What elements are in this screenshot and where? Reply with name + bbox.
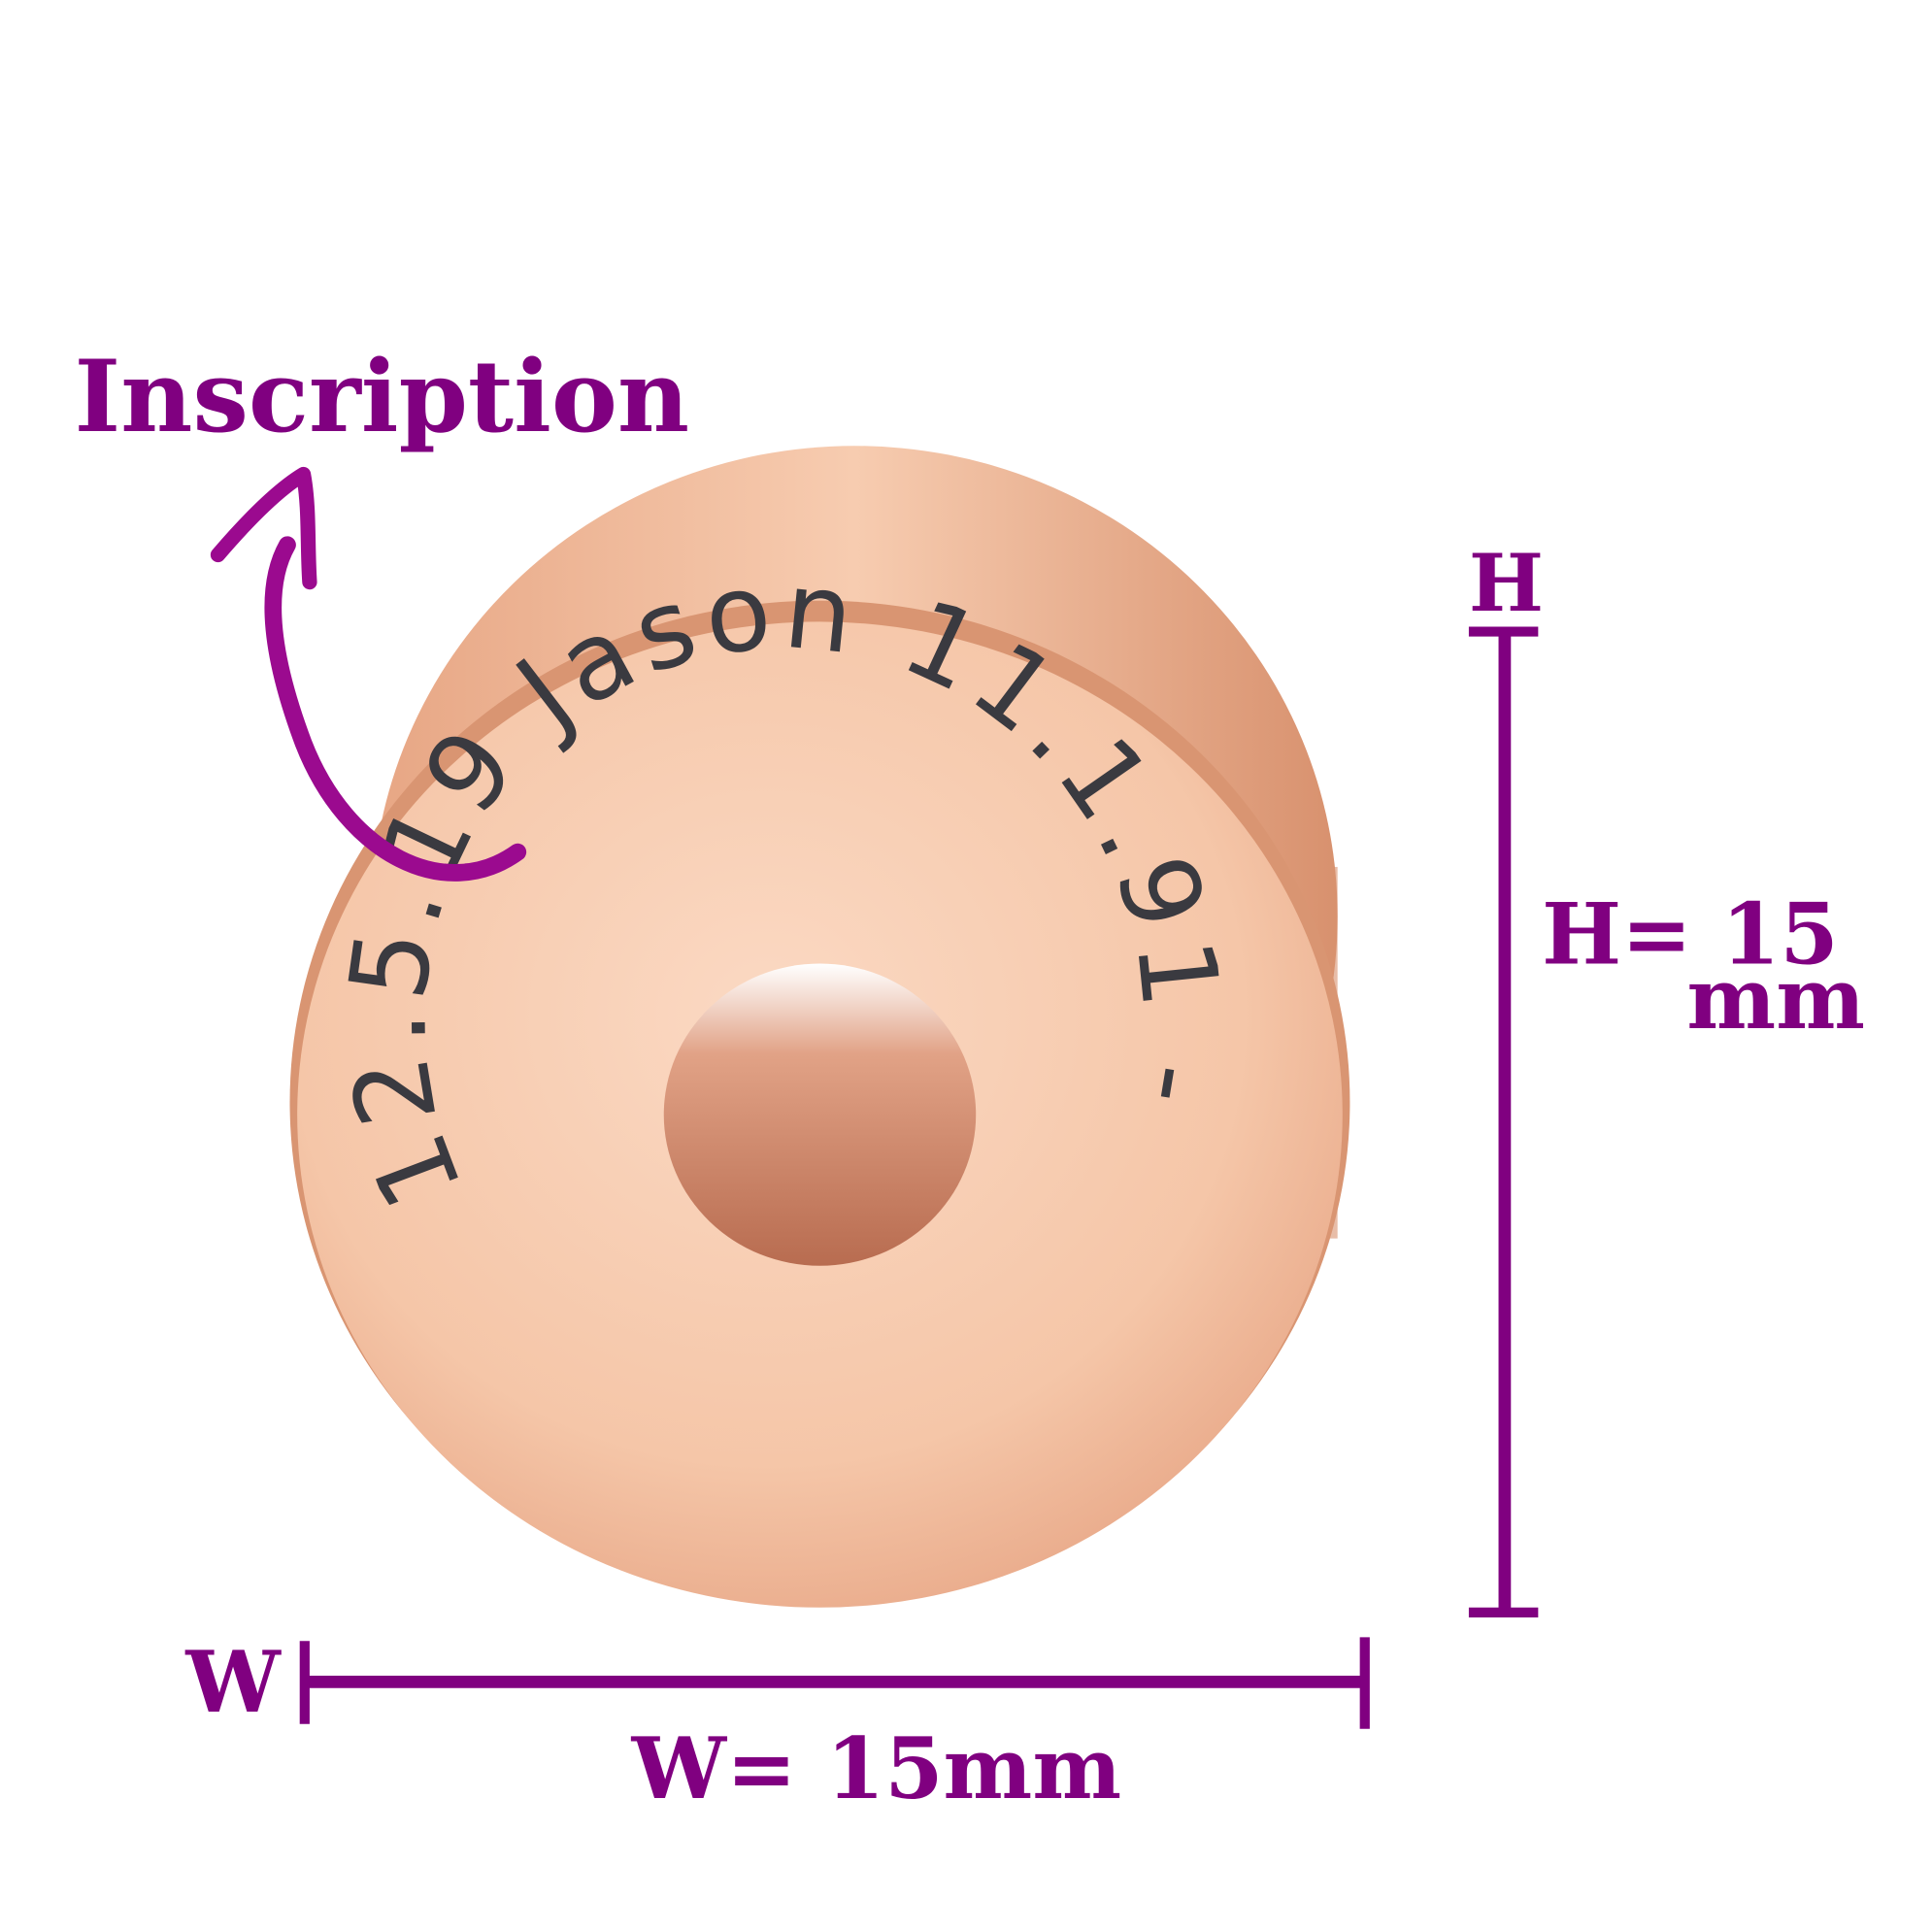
bead-hole [663,963,977,1266]
width-label: W= 15mm [631,1720,1122,1818]
curved-arrow-icon [264,536,527,882]
inscription-callout: Inscription [75,339,690,882]
height-label: H= 15 [1542,885,1839,983]
width-dimension: W W= 15mm [184,1634,1370,1818]
bead: 12.5.19 Jason 11.1.91 - [289,446,1350,1608]
height-marker: H [1469,537,1544,630]
height-unit: mm [1686,950,1865,1049]
height-dimension: H H= 15 mm [1468,537,1865,1617]
width-marker: W [184,1634,282,1732]
inscription-label: Inscription [75,339,690,455]
